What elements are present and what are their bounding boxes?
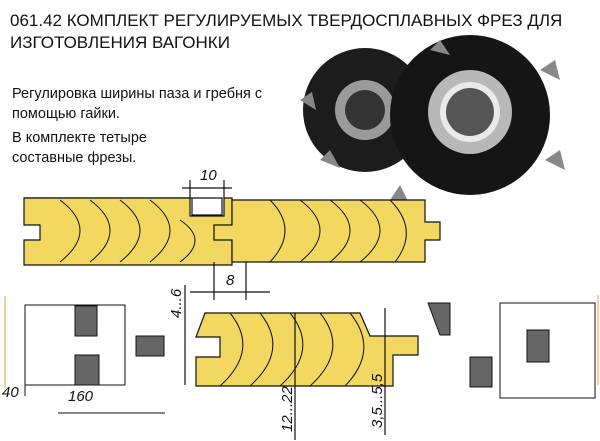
boards-top-view <box>23 180 441 300</box>
cutter-section-left <box>4 296 165 414</box>
product-title: 061.42 КОМПЛЕКТ РЕГУЛИРУЕМЫХ ТВЕРДОСПЛАВ… <box>10 11 563 52</box>
description-contents: В комплекте тетыре составные фрезы. <box>12 130 147 166</box>
dim-thickness: 12...22 <box>279 385 296 432</box>
cutter-section-right <box>427 295 599 399</box>
description-adjustment: Регулировка ширины паза и гребня с помощ… <box>12 86 263 122</box>
dim-gap: 8 <box>226 272 235 289</box>
board-section <box>184 285 419 440</box>
dim-bore: 40 <box>2 384 19 401</box>
dim-diameter: 160 <box>68 388 94 405</box>
dim-groove: 4...6 <box>168 288 185 318</box>
cutters-photo <box>300 35 565 205</box>
dim-top-width: 10 <box>200 167 217 184</box>
dim-tongue: 3,5...5,5 <box>369 373 386 428</box>
